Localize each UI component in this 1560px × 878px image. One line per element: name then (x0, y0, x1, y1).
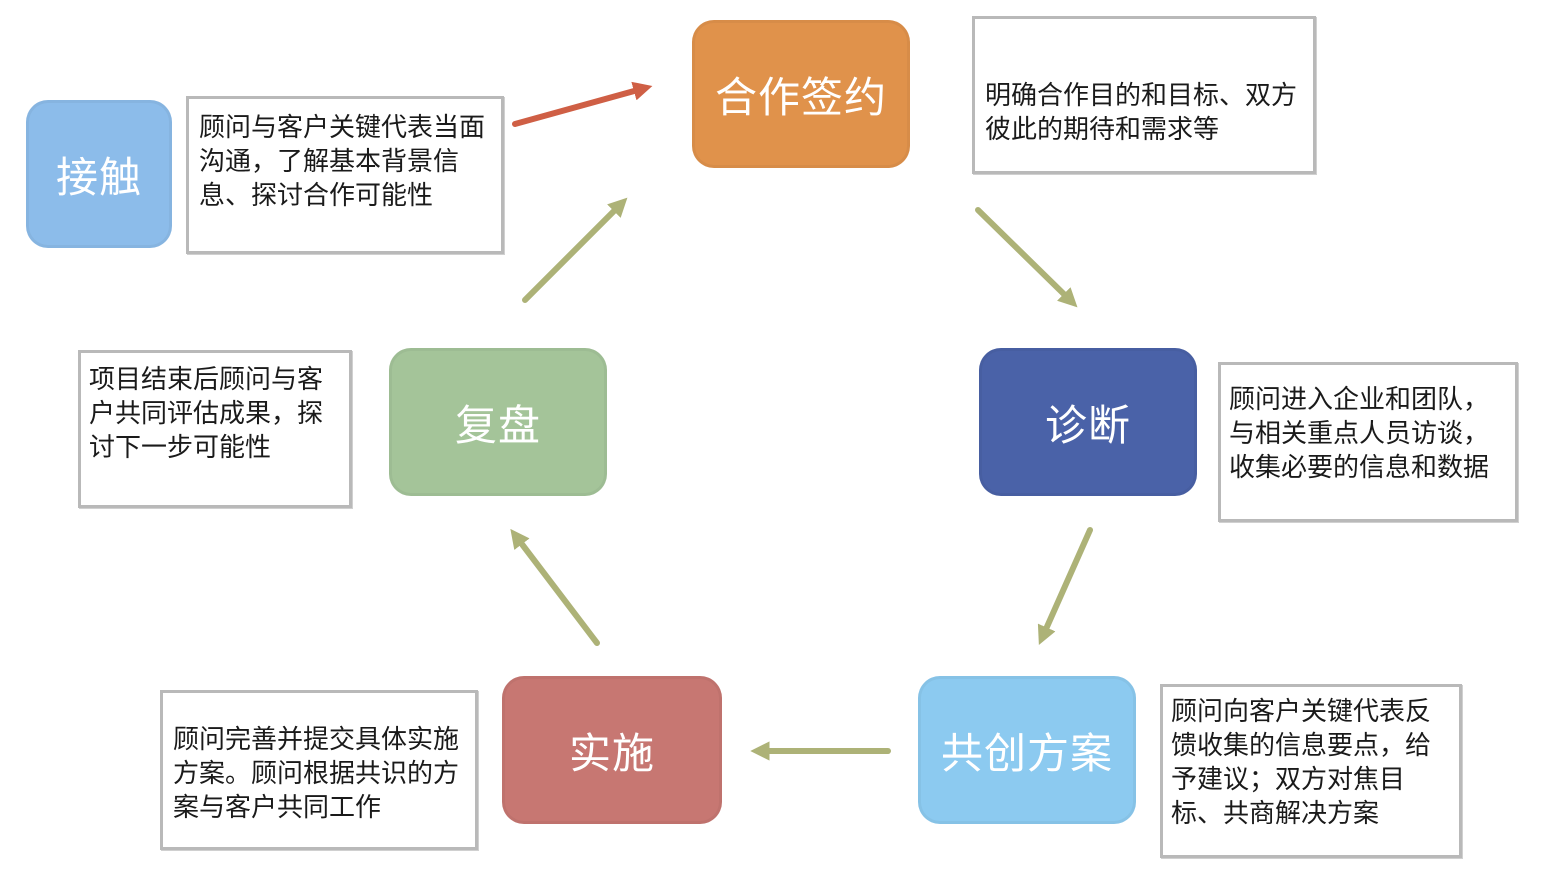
stage-contact: 接触 (26, 100, 172, 248)
note-sign-text: 明确合作目的和目标、双方彼此的期待和需求等 (985, 81, 1298, 145)
note-diagnose-text: 顾问进入企业和团队，与相关重点人员访谈，收集必要的信息和数据 (1229, 385, 1490, 483)
note-review-text: 项目结束后顾问与客户共同评估成果，探讨下一步可能性 (89, 365, 324, 463)
note-contact: 顾问与客户关键代表当面沟通，了解基本背景信息、探讨合作可能性 (186, 96, 504, 254)
note-implement: 顾问完善并提交具体实施方案。顾问根据共识的方案与客户共同工作 (160, 690, 478, 850)
note-review: 项目结束后顾问与客户共同评估成果，探讨下一步可能性 (78, 350, 352, 508)
stage-implement: 实施 (502, 676, 722, 824)
note-cocreate-text: 顾问向客户关键代表反馈收集的信息要点，给予建议；双方对焦目标、共商解决方案 (1171, 697, 1432, 829)
arrow-review-to-sign (522, 197, 628, 303)
stage-cocreate-label: 共创方案 (940, 728, 1113, 778)
arrow-contact-to-sign (512, 81, 653, 127)
arrow-implement-to-review (510, 528, 600, 646)
note-sign: 明确合作目的和目标、双方彼此的期待和需求等 (972, 16, 1316, 174)
note-cocreate: 顾问向客户关键代表反馈收集的信息要点，给予建议；双方对焦目标、共商解决方案 (1160, 684, 1462, 858)
note-diagnose: 顾问进入企业和团队，与相关重点人员访谈，收集必要的信息和数据 (1218, 362, 1518, 522)
stage-sign-label: 合作签约 (714, 72, 887, 122)
arrow-sign-to-diagnose (975, 207, 1078, 308)
stage-cocreate: 共创方案 (918, 676, 1136, 824)
stage-sign: 合作签约 (692, 20, 910, 168)
arrow-diagnose-to-cocreate (1037, 527, 1093, 646)
stage-diagnose: 诊断 (979, 348, 1197, 496)
note-implement-text: 顾问完善并提交具体实施方案。顾问根据共识的方案与客户共同工作 (173, 725, 460, 823)
stage-review: 复盘 (389, 348, 607, 496)
stage-review-label: 复盘 (454, 400, 541, 450)
stage-implement-label: 实施 (568, 728, 655, 778)
stage-contact-label: 接触 (55, 152, 142, 202)
note-contact-text: 顾问与客户关键代表当面沟通，了解基本背景信息、探讨合作可能性 (199, 113, 486, 211)
stage-diagnose-label: 诊断 (1044, 400, 1131, 450)
